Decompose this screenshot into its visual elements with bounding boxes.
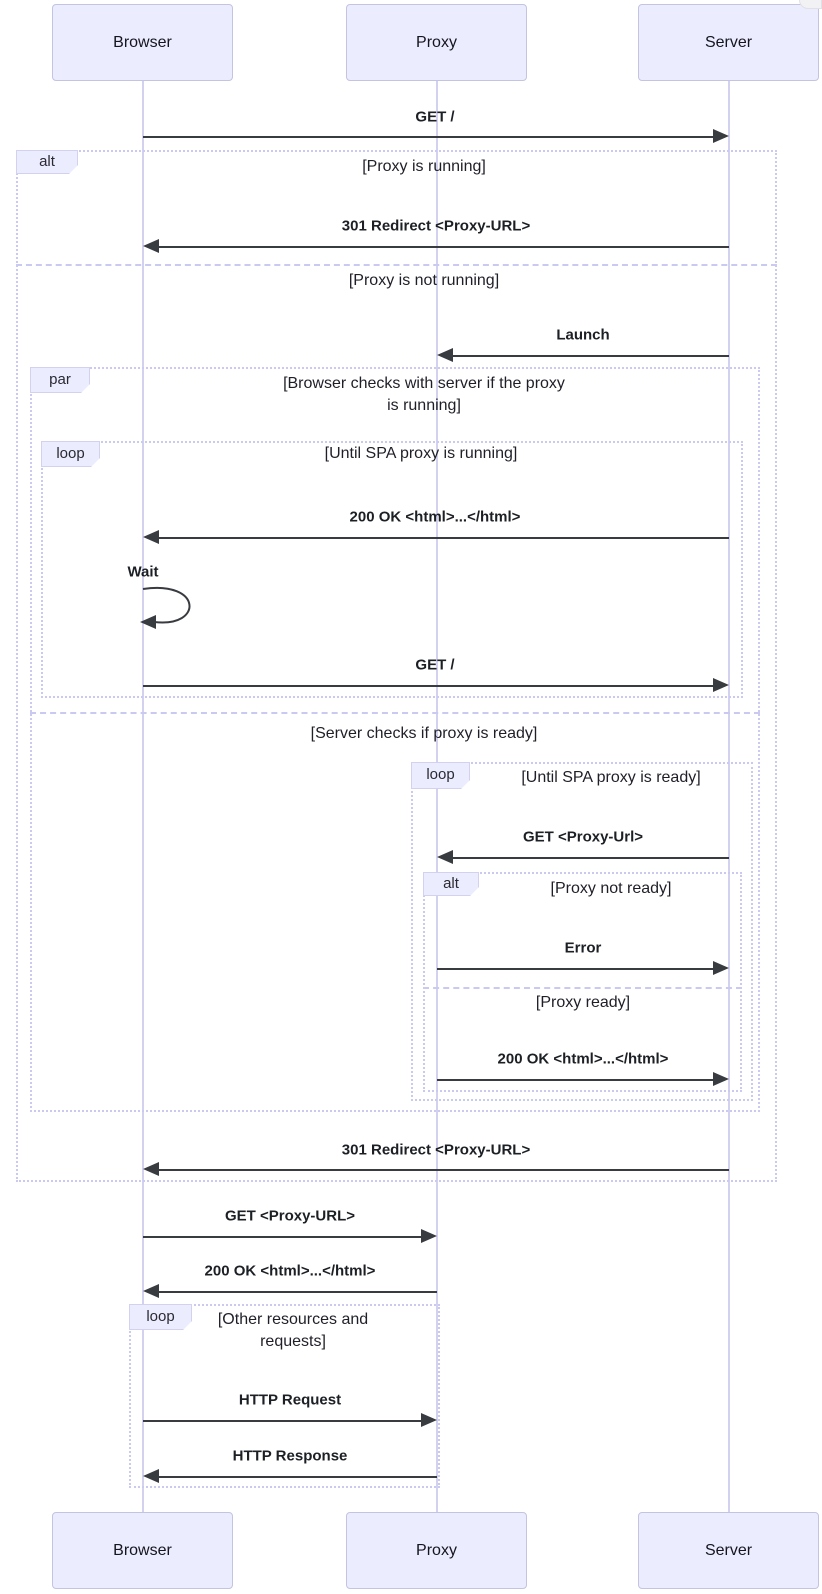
message-line — [437, 968, 715, 970]
message-label: HTTP Response — [232, 1447, 348, 1465]
arrowhead-icon — [437, 348, 453, 362]
message-line — [157, 1291, 437, 1293]
actor-box-proxy-top: Proxy — [346, 4, 527, 81]
frame-alt-label: alt — [423, 872, 479, 896]
frame-loop-label: loop — [129, 1304, 192, 1330]
message-label: GET <Proxy-URL> — [224, 1207, 356, 1225]
message-label: HTTP Request — [238, 1391, 342, 1409]
frame-section-title: [Server checks if proxy is ready] — [310, 724, 538, 742]
message-label: GET <Proxy-Url> — [522, 828, 644, 846]
actor-box-browser-top: Browser — [52, 4, 233, 81]
frame-section-title: [Until SPA proxy is running] — [324, 444, 518, 462]
message-label: 200 OK <html>...</html> — [497, 1050, 669, 1068]
frame-alt-0 — [16, 150, 777, 1182]
frame-alt-label: alt — [16, 150, 78, 174]
frame-section-title: [Proxy is running] — [362, 157, 486, 175]
message-line — [157, 1476, 437, 1478]
frame-loop-label: loop — [411, 762, 470, 789]
message-line — [143, 1420, 423, 1422]
frame-section-title: [Proxy is not running] — [348, 271, 500, 289]
arrowhead-icon — [713, 129, 729, 143]
lifeline-browser — [142, 81, 144, 1512]
self-message-label: Wait — [127, 563, 159, 581]
arrowhead-icon — [437, 850, 453, 864]
frame-section-title: [Browser checks with server if the proxy… — [283, 374, 565, 414]
frame-section-divider — [423, 987, 742, 989]
message-label: GET / — [415, 108, 455, 126]
frame-loop-label: loop — [41, 441, 100, 467]
frame-loop-2 — [41, 441, 743, 698]
arrowhead-icon — [143, 1469, 159, 1483]
frame-section-divider — [16, 264, 777, 266]
arrowhead-icon — [713, 1072, 729, 1086]
arrowhead-icon — [421, 1229, 437, 1243]
frame-section-title: [Other resources and requests] — [217, 1310, 369, 1350]
message-label: GET / — [415, 656, 455, 674]
actor-box-server-top: Server — [638, 4, 819, 81]
message-label: 301 Redirect <Proxy-URL> — [341, 217, 531, 235]
ui-corner-artifact — [799, 0, 822, 9]
actor-box-browser-bottom: Browser — [52, 1512, 233, 1589]
message-line — [143, 136, 715, 138]
arrowhead-icon — [143, 530, 159, 544]
message-line — [157, 1169, 729, 1171]
arrowhead-icon — [421, 1413, 437, 1427]
message-label: 200 OK <html>...</html> — [204, 1262, 376, 1280]
message-line — [157, 246, 729, 248]
frame-alt-4 — [423, 872, 742, 1092]
frame-par-label: par — [30, 367, 90, 393]
lifeline-server — [728, 81, 730, 1512]
actor-box-proxy-bottom: Proxy — [346, 1512, 527, 1589]
message-line — [143, 1236, 423, 1238]
message-label: 301 Redirect <Proxy-URL> — [341, 1141, 531, 1159]
message-label: Error — [564, 939, 602, 957]
frame-section-title: [Proxy not ready] — [550, 879, 672, 897]
arrowhead-icon — [143, 239, 159, 253]
message-line — [451, 355, 729, 357]
arrowhead-icon — [143, 1284, 159, 1298]
message-line — [437, 1079, 715, 1081]
frame-section-title: [Until SPA proxy is ready] — [521, 768, 701, 786]
frame-loop-3 — [411, 762, 753, 1101]
frame-par-1 — [30, 367, 760, 1112]
self-loop-arrow — [140, 586, 191, 629]
lifeline-proxy — [436, 81, 438, 1512]
message-line — [157, 537, 729, 539]
message-label: 200 OK <html>...</html> — [349, 508, 521, 526]
frame-section-title: [Proxy ready] — [535, 993, 631, 1011]
arrowhead-icon — [143, 1162, 159, 1176]
frame-loop-5 — [129, 1304, 440, 1488]
message-line — [143, 685, 715, 687]
frame-section-divider — [30, 712, 760, 714]
arrowhead-icon — [713, 961, 729, 975]
actor-box-server-bottom: Server — [638, 1512, 819, 1589]
message-label: Launch — [556, 326, 610, 344]
message-line — [451, 857, 729, 859]
arrowhead-icon — [713, 678, 729, 692]
